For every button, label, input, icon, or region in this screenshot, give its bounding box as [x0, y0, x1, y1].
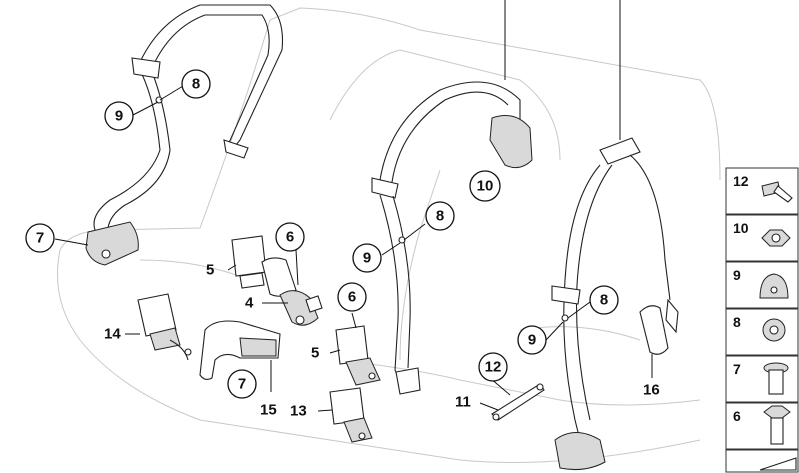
callout-6-upper-label: 6 [286, 229, 294, 246]
legend-row-blank [725, 449, 799, 473]
callout-7-lower-label: 7 [238, 376, 246, 393]
parts-legend: 12 10 9 8 [725, 167, 799, 473]
legend-row-7: 7 [725, 355, 799, 403]
hex-bolt-icon [763, 405, 791, 445]
label-5-lower: 5 [311, 345, 319, 362]
callout-6-upper: 6 [275, 222, 305, 252]
hex-nut-icon [761, 229, 791, 247]
callout-10: 10 [469, 170, 501, 202]
right-belt [551, 0, 679, 470]
callout-6-lower-label: 6 [348, 289, 356, 306]
part-16-cover [639, 305, 669, 355]
legend-row-9: 9 [725, 261, 799, 309]
callout-8-middle: 8 [425, 201, 455, 231]
callout-9-right: 9 [517, 325, 547, 355]
middle-belt [371, 0, 533, 395]
callout-7-lower: 7 [227, 369, 257, 399]
buckle-group-center-lower [329, 325, 381, 443]
collar-bolt-icon [763, 362, 789, 395]
label-11: 11 [455, 394, 471, 411]
leader-lines [54, 85, 653, 412]
callout-8-right: 8 [589, 285, 619, 315]
callout-9-middle-label: 9 [363, 250, 371, 267]
label-4: 4 [245, 295, 254, 312]
callout-8-left-label: 8 [192, 76, 200, 93]
callout-6-lower: 6 [337, 282, 367, 312]
buckle-group-left-lower [137, 293, 281, 381]
callout-9-middle: 9 [352, 243, 382, 273]
screw-icon [761, 181, 793, 203]
legend-label-7: 7 [733, 361, 741, 377]
washer-icon [762, 318, 786, 342]
wedge-icon [759, 457, 797, 471]
callout-7-left: 7 [25, 223, 55, 253]
callout-9-left: 9 [104, 101, 134, 131]
label-16: 16 [643, 382, 660, 399]
cap-icon [759, 273, 789, 299]
callout-8-middle-label: 8 [436, 208, 444, 225]
label-13: 13 [290, 403, 307, 420]
callout-8-right-label: 8 [600, 292, 608, 309]
legend-row-8: 8 [725, 308, 799, 356]
callout-12: 12 [478, 352, 508, 382]
callout-8-left: 8 [181, 69, 211, 99]
label-5-upper: 5 [206, 262, 214, 279]
callout-7-left-label: 7 [36, 230, 44, 247]
callout-10-label: 10 [477, 178, 494, 195]
legend-label-8: 8 [733, 314, 741, 330]
callout-9-left-label: 9 [115, 108, 123, 125]
label-14: 14 [104, 326, 121, 343]
legend-label-6: 6 [733, 408, 741, 424]
callout-9-right-label: 9 [528, 332, 536, 349]
legend-label-9: 9 [733, 267, 741, 283]
label-15: 15 [260, 402, 277, 419]
bracket-part-11 [491, 383, 545, 421]
legend-row-12: 12 [725, 167, 799, 215]
legend-row-10: 10 [725, 214, 799, 262]
callout-12-label: 12 [485, 359, 502, 376]
legend-label-10: 10 [733, 220, 749, 236]
legend-row-6: 6 [725, 402, 799, 450]
legend-label-12: 12 [733, 173, 749, 189]
buckle-group-upper [231, 235, 323, 326]
left-outer-belt [85, 4, 284, 266]
